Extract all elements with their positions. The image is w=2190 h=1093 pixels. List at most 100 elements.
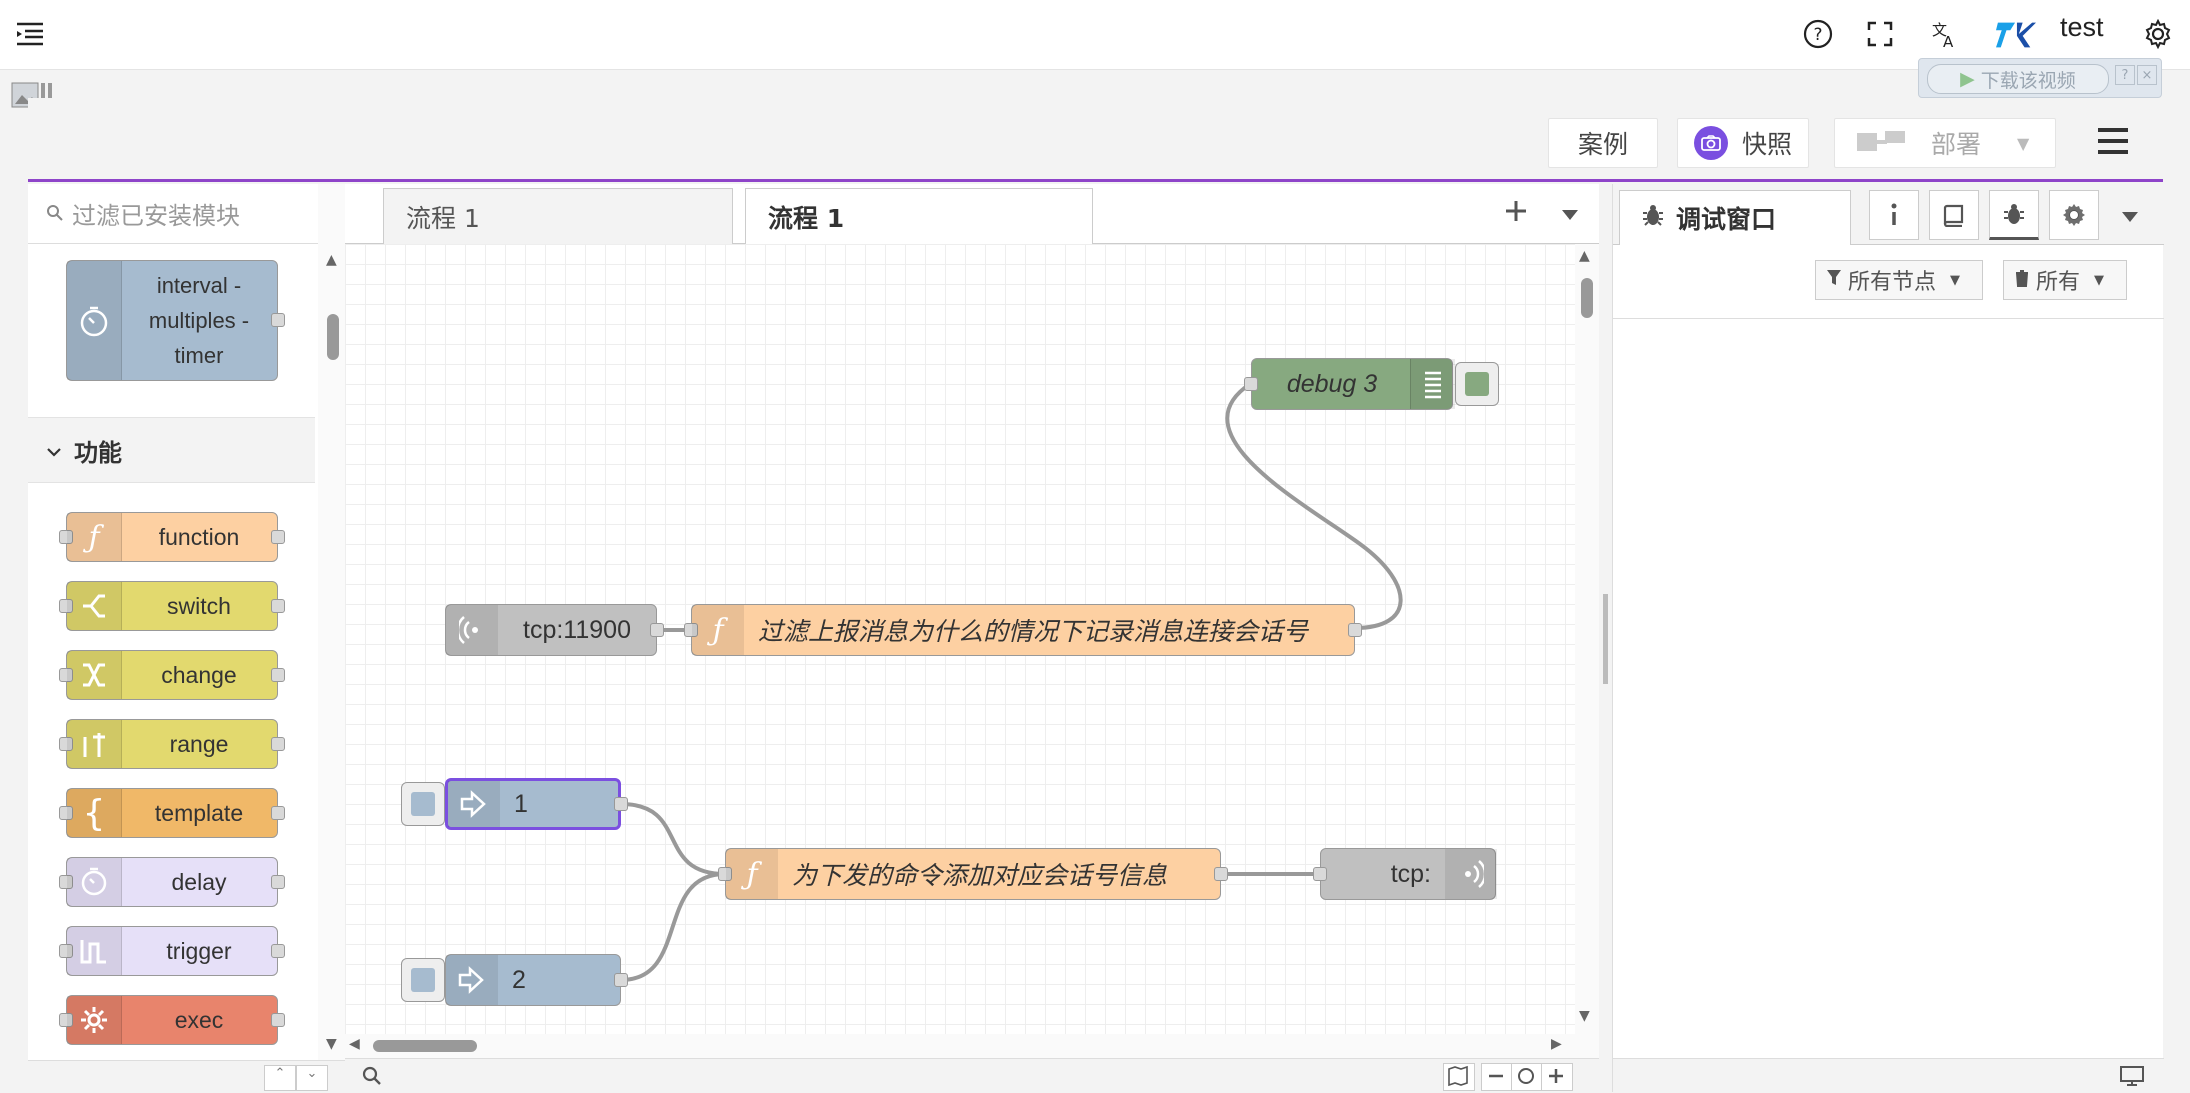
scroll-down-icon[interactable]: ▼ [326, 1036, 337, 1052]
palette-node-trigger[interactable]: trigger [59, 926, 285, 976]
clear-messages-select[interactable]: 所有 ▼ [2003, 260, 2127, 300]
input-port[interactable] [59, 875, 73, 889]
user-name[interactable]: test [2060, 12, 2104, 42]
palette-node-function[interactable]: ƒ function [59, 512, 285, 562]
wire-inject2-func2[interactable] [620, 872, 726, 982]
navigator-map-icon[interactable] [1443, 1063, 1475, 1091]
palette-scrollbar[interactable]: ▲ ▼ [318, 184, 345, 1060]
tab-menu-chevron-icon[interactable] [1561, 206, 1581, 220]
canvas-horizontal-scrollbar[interactable]: ◀ ▶ [345, 1034, 1599, 1058]
input-port[interactable] [59, 806, 73, 820]
tab-flow-1-active[interactable]: 流程 1 [745, 188, 1093, 245]
input-port[interactable] [59, 599, 73, 613]
palette-scroll-thumb[interactable] [327, 314, 339, 360]
menu-toggle-icon[interactable] [10, 14, 50, 54]
output-port[interactable] [271, 875, 285, 889]
zoom-reset-icon[interactable] [1511, 1063, 1543, 1091]
flow-canvas[interactable]: debug 3 tcp:11900 ƒ 过滤上报消息为什么的情况下记录消息连接会… [345, 244, 1575, 1034]
tab-flow-1-inactive[interactable]: 流程 1 [383, 188, 733, 244]
palette-node-change[interactable]: change [59, 650, 285, 700]
palette-node-template[interactable]: { template [59, 788, 285, 838]
node-inject-2[interactable]: 2 [445, 954, 628, 1006]
info-icon[interactable] [1869, 190, 1919, 240]
output-port[interactable] [614, 797, 628, 811]
deploy-dropdown-icon[interactable]: ▼ [2017, 133, 2030, 153]
node-function-filter[interactable]: ƒ 过滤上报消息为什么的情况下记录消息连接会话号 [684, 604, 1362, 656]
expand-all-icon[interactable]: ⌄ [296, 1065, 328, 1091]
scroll-left-icon[interactable]: ◀ [349, 1036, 360, 1052]
node-function-session[interactable]: ƒ 为下发的命令添加对应会话号信息 [718, 848, 1228, 900]
add-flow-icon[interactable] [1503, 198, 1533, 228]
output-port[interactable] [614, 973, 628, 987]
wire-func1-debug[interactable] [1225, 382, 1403, 630]
node-debug[interactable]: debug 3 [1244, 358, 1455, 410]
input-port[interactable] [59, 530, 73, 544]
input-port[interactable] [59, 737, 73, 751]
palette-node-exec[interactable]: exec [59, 995, 285, 1045]
filter-nodes-label: 所有节点 [1848, 270, 1937, 295]
palette-node-range[interactable]: range [59, 719, 285, 769]
palette-filter-input[interactable]: 过滤已安装模块 [28, 184, 345, 244]
download-video-button[interactable]: ▶ 下载该视频 [1927, 64, 2109, 94]
inject-button-2[interactable] [401, 958, 445, 1002]
search-icon [46, 200, 64, 228]
download-close-button[interactable]: × [2137, 65, 2157, 85]
deploy-button[interactable]: 部署 ▼ [1834, 118, 2056, 168]
sidebar-menu-chevron-icon[interactable] [2121, 208, 2139, 227]
canvas-vertical-scrollbar[interactable]: ▲ ▼ [1575, 244, 1599, 1034]
examples-button[interactable]: 案例 [1548, 118, 1658, 168]
scroll-down-icon[interactable]: ▼ [1579, 1008, 1590, 1024]
tab-debug-window[interactable]: 调试窗口 [1619, 190, 1851, 245]
input-port[interactable] [684, 623, 698, 637]
fullscreen-icon[interactable] [1860, 14, 1900, 54]
output-port[interactable] [271, 530, 285, 544]
output-port[interactable] [271, 313, 285, 327]
sidebar-resize-handle[interactable] [1603, 594, 1608, 684]
output-port[interactable] [271, 599, 285, 613]
snapshot-button[interactable]: 快照 [1677, 118, 1809, 168]
zoom-out-icon[interactable] [1481, 1063, 1513, 1091]
palette-node-interval[interactable]: interval - multiples - timer [66, 260, 285, 381]
debug-bug-icon[interactable] [1989, 190, 2039, 240]
node-inject-1[interactable]: 1 [445, 778, 628, 830]
palette-node-switch[interactable]: switch [59, 581, 285, 631]
output-port[interactable] [271, 1013, 285, 1027]
output-port[interactable] [271, 737, 285, 751]
search-flows-icon[interactable] [361, 1065, 383, 1091]
node-tcp-out[interactable]: tcp: [1313, 848, 1497, 900]
output-port[interactable] [650, 623, 664, 637]
canvas-hscroll-thumb[interactable] [373, 1040, 477, 1052]
collapse-all-icon[interactable]: ⌃ [264, 1065, 296, 1091]
inject-button-1[interactable] [401, 782, 445, 826]
output-port[interactable] [1214, 867, 1228, 881]
output-port[interactable] [271, 806, 285, 820]
scroll-up-icon[interactable]: ▲ [326, 252, 337, 268]
output-port[interactable] [271, 668, 285, 682]
input-port[interactable] [718, 867, 732, 881]
main-menu-icon[interactable] [2096, 126, 2132, 158]
input-port[interactable] [59, 668, 73, 682]
output-port[interactable] [1348, 623, 1362, 637]
input-port[interactable] [1244, 377, 1258, 391]
config-gear-icon[interactable] [2049, 190, 2099, 240]
download-help-button[interactable]: ? [2115, 65, 2135, 85]
zoom-in-icon[interactable] [1541, 1063, 1573, 1091]
wire-inject1-func2[interactable] [620, 802, 726, 876]
output-port[interactable] [271, 944, 285, 958]
category-header-function[interactable]: 功能 [28, 417, 315, 483]
input-port[interactable] [59, 1013, 73, 1027]
filter-nodes-select[interactable]: 所有节点 ▼ [1815, 260, 1983, 300]
scroll-right-icon[interactable]: ▶ [1551, 1036, 1562, 1052]
input-port[interactable] [1313, 867, 1327, 881]
help-icon[interactable]: ? [1798, 14, 1838, 54]
canvas-vscroll-thumb[interactable] [1581, 278, 1593, 318]
scroll-up-icon[interactable]: ▲ [1579, 248, 1590, 264]
settings-gear-icon[interactable] [2138, 14, 2178, 54]
help-book-icon[interactable] [1929, 190, 1979, 240]
node-tcp-in[interactable]: tcp:11900 [445, 604, 664, 656]
input-port[interactable] [59, 944, 73, 958]
monitor-icon[interactable] [2119, 1065, 2145, 1091]
palette-node-delay[interactable]: delay [59, 857, 285, 907]
debug-toggle-button[interactable] [1455, 362, 1499, 406]
